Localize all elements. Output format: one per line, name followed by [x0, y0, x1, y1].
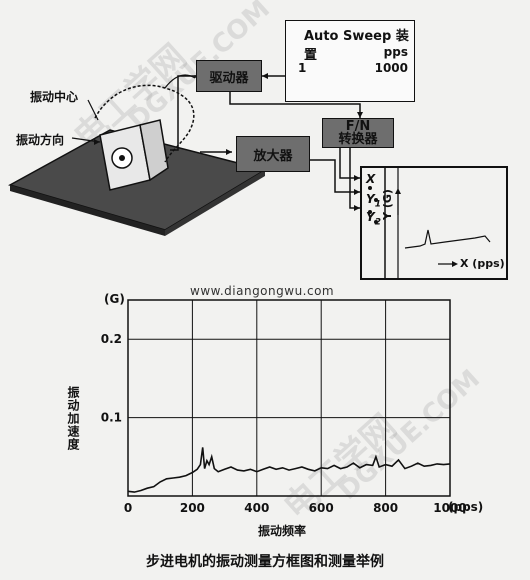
driver-label: 驱动器 [209, 70, 249, 86]
recorder-y2-sub: 2 [374, 217, 381, 228]
amplifier-label: 放大器 [253, 148, 293, 164]
vibration-direction-label: 振动方向 [16, 133, 65, 147]
chart-plot: 0 200 400 600 800 1000 0.1 0.2 [101, 299, 467, 515]
xy-recorder [360, 166, 508, 280]
driver-box: 驱动器 [196, 60, 262, 92]
plot-frame [127, 299, 451, 497]
y-tick-label: 0.1 [101, 411, 122, 425]
amplifier-box: 放大器 [236, 136, 310, 172]
vibration-center-label: 振动中心 [30, 90, 79, 104]
sweep-end-label: 1000 [374, 61, 408, 75]
x-tick-label: 600 [309, 501, 334, 515]
auto-sweep-title: Auto Sweep 装置 [304, 29, 409, 63]
sweep-pps-label: pps [383, 45, 408, 59]
x-axis-title: 振动频率 [258, 524, 307, 538]
y-unit-label: (G) [104, 292, 125, 306]
recorder-y2-letter: Y [366, 210, 375, 224]
coiled-cable [94, 84, 195, 163]
recorder-y2-label: Y2 [366, 210, 381, 227]
auto-sweep-unit: Auto Sweep 装置 pps 1 1000 [285, 20, 415, 102]
driver-to-fn [229, 92, 361, 118]
y-axis-title: 振动加速度 [66, 386, 80, 451]
recorder-y1-letter: Y [366, 192, 375, 206]
fn-converter-box: F/N 转换器 [322, 118, 394, 148]
x-tick-label: 400 [244, 501, 269, 515]
amp-to-recorder [310, 159, 360, 193]
x-tick-label: 1000 [433, 501, 466, 515]
base-plate-edge [10, 185, 165, 236]
watermark-url: www.diangongwu.com [190, 284, 335, 298]
figure-caption: 步进电机的振动测量方框图和测量举例 [146, 554, 384, 570]
driver-link [170, 75, 196, 151]
fn-label-1: F/N [345, 119, 371, 134]
recorder-yg-label: Y (G) [380, 189, 394, 220]
recorder-y1-sub: 1 [374, 199, 381, 210]
recorder-y1-label: Y1 [366, 192, 381, 209]
x-tick-label: 0 [124, 501, 132, 515]
block-diagram-lines [8, 73, 491, 278]
x-unit-label: (pps) [448, 500, 484, 514]
motor-body [139, 119, 169, 182]
recorder-xpps-label: X (pps) [460, 257, 505, 270]
base-plate-side [165, 170, 265, 236]
recorder-trace [404, 229, 491, 249]
y-tick-label: 0.2 [101, 332, 122, 346]
vibration-series-line [127, 447, 451, 493]
sweep-start-label: 1 [298, 61, 307, 75]
x-tick-label: 200 [180, 501, 205, 515]
fn-to-recorder [339, 147, 360, 179]
recorder-x-label: X [366, 172, 376, 186]
fn-label-2: 转换器 [338, 132, 378, 147]
x-tick-label: 800 [373, 501, 398, 515]
